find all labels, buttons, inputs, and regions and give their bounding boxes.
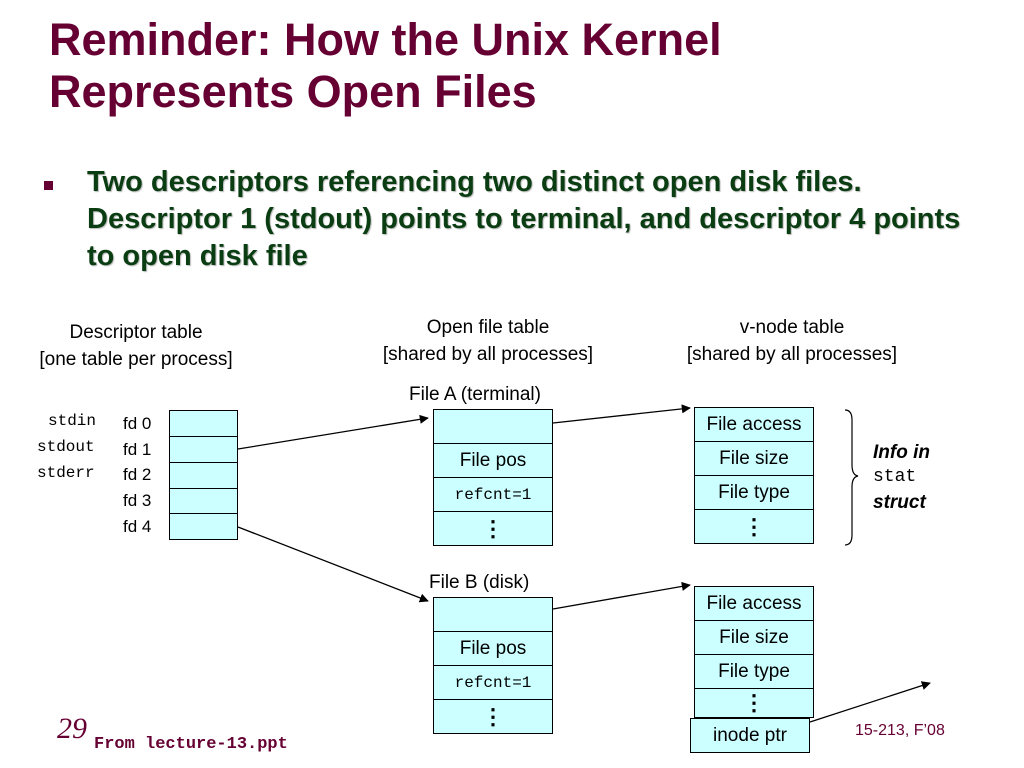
file-a-label: File A (terminal) — [409, 384, 541, 405]
fd0-label: fd 0 — [123, 414, 152, 433]
fd0-slot — [169, 410, 238, 437]
stdout-label: stdout — [37, 438, 95, 456]
stat-info-line2: stat — [873, 467, 917, 487]
fd2-label: fd 2 — [123, 465, 152, 484]
fd2-slot — [169, 462, 238, 489]
fd1-label: fd 1 — [123, 440, 152, 459]
vnode-table-header: v-node table [shared by all processes] — [647, 314, 937, 368]
file-b-file-pos: File pos — [433, 631, 553, 666]
slide-title: Reminder: How the Unix Kernel Represents… — [49, 14, 1009, 118]
vnode-b-file-type: File type — [694, 654, 814, 689]
vnode-a-file-type: File type — [694, 475, 814, 510]
vnode-table-subtitle: [shared by all processes] — [686, 344, 898, 365]
file-a-more-fields: ⋮ — [433, 511, 553, 546]
vnode-b-file-access: File access — [694, 586, 814, 621]
fd4-slot — [169, 513, 238, 540]
source-note: From lecture-13.ppt — [94, 735, 288, 754]
slide-title-line2: Represents Open Files — [49, 66, 537, 117]
stdin-label: stdin — [48, 412, 97, 430]
vnode-table-title: v-node table — [739, 317, 845, 338]
file-a-refcnt: refcnt=1 — [433, 477, 553, 512]
stat-info-line1: Info in — [873, 442, 930, 463]
stderr-label: stderr — [37, 464, 95, 482]
slide-number: 29 — [57, 712, 87, 745]
vnode-a-more-fields: ⋮ — [694, 509, 814, 544]
open-file-table-header: Open file table [shared by all processes… — [343, 314, 633, 368]
fd3-label: fd 3 — [123, 491, 152, 510]
arrow-file-a-to-vnode-a — [552, 404, 691, 424]
arrow-fd4-to-file-b — [237, 526, 429, 603]
fd4-label: fd 4 — [123, 517, 152, 536]
descriptor-table-title: Descriptor table — [69, 322, 203, 343]
bullet-text: Two descriptors referencing two distinct… — [87, 166, 961, 272]
open-file-table-title: Open file table — [426, 317, 550, 338]
course-label: 15-213, F’08 — [855, 722, 945, 739]
descriptor-table-header: Descriptor table [one table per process] — [0, 319, 272, 373]
file-b-label: File B (disk) — [429, 572, 530, 593]
file-a-top-slot — [433, 409, 553, 444]
bullet-marker — [44, 181, 53, 190]
arrow-inode-ptr — [809, 681, 931, 723]
vnode-a-file-size: File size — [694, 441, 814, 476]
descriptor-table-subtitle: [one table per process] — [39, 349, 233, 370]
arrow-fd1-to-file-a — [237, 414, 429, 450]
vnode-b-inode-ptr: inode ptr — [690, 718, 810, 753]
vnode-b-more-fields: ⋮ — [694, 688, 814, 718]
slide-title-line1: Reminder: How the Unix Kernel — [49, 14, 722, 65]
stat-info-line3: struct — [873, 492, 926, 513]
file-b-refcnt: refcnt=1 — [433, 665, 553, 700]
stat-info-note: Info in stat struct — [873, 440, 930, 515]
file-b-more-fields: ⋮ — [433, 699, 553, 734]
arrow-file-b-to-vnode-b — [552, 581, 691, 610]
stat-brace — [844, 409, 859, 546]
open-file-table-subtitle: [shared by all processes] — [382, 344, 594, 365]
